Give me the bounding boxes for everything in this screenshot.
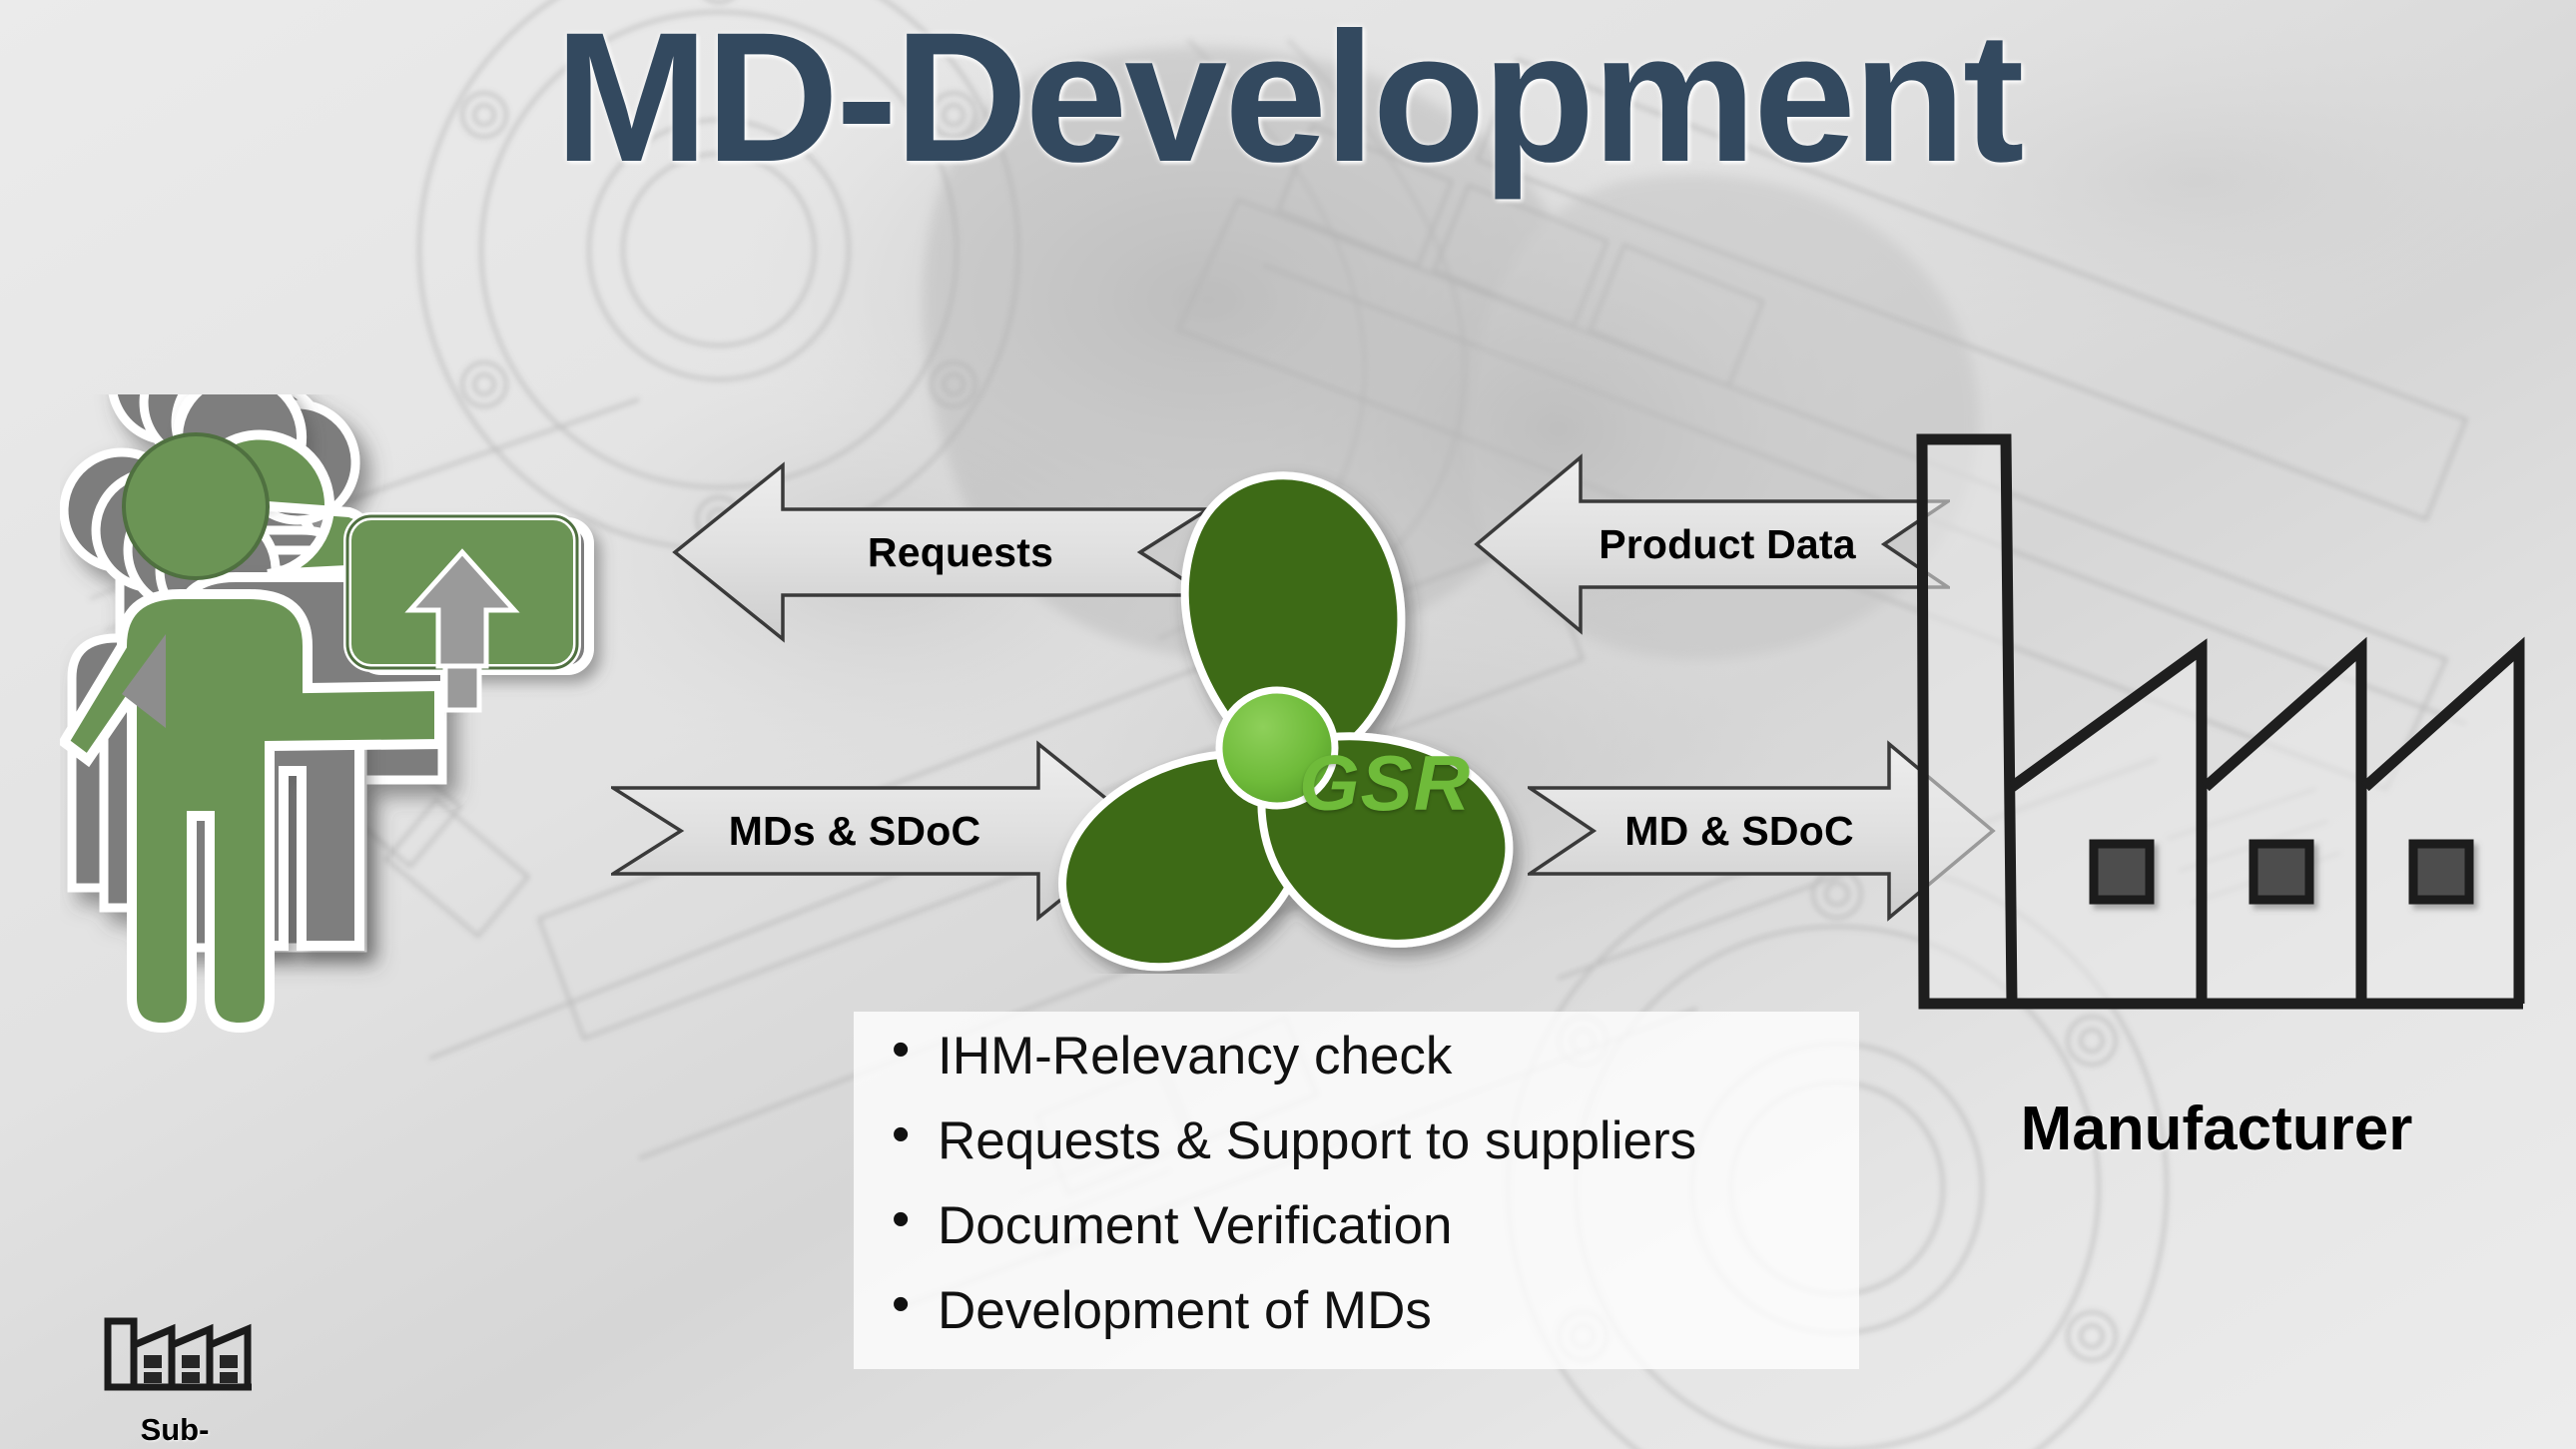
manufacturer-label: Manufacturer	[2020, 1094, 2413, 1163]
list-item: Development of MDs	[882, 1278, 1859, 1337]
flow-arrow-requests-label: Requests	[867, 528, 1054, 575]
small-factory-icon	[104, 1317, 252, 1391]
propeller-icon	[1058, 471, 1514, 972]
flow-arrow-product-data-label: Product Data	[1599, 520, 1856, 567]
factory-icon	[1916, 433, 2525, 1010]
services-bullet-list: IHM-Relevancy check Requests & Support t…	[882, 1024, 1859, 1337]
page-title: MD-Development	[554, 0, 2025, 201]
gsr-logo-text: GSR	[1299, 739, 1472, 827]
sub-supplier-label-line1: Sub-	[140, 1412, 210, 1447]
sub-supplier-label: Sub- Supplier	[70, 1412, 280, 1449]
suppliers-group: Sub- Supplier Suppliers	[60, 394, 679, 1449]
list-item: Requests & Support to suppliers	[882, 1108, 1859, 1167]
person-with-box-icon	[60, 394, 594, 1034]
list-item: Document Verification	[882, 1193, 1859, 1252]
list-item: IHM-Relevancy check	[882, 1024, 1859, 1083]
flow-arrow-product-data: Product Data	[1473, 449, 1950, 639]
flow-arrow-mds-sdoc-label: MDs & SDoC	[728, 807, 981, 854]
sub-supplier-label-line2: Supplier	[113, 1447, 237, 1449]
services-bullet-panel: IHM-Relevancy check Requests & Support t…	[854, 1012, 1859, 1369]
flow-arrow-md-sdoc-label: MD & SDoC	[1624, 807, 1854, 854]
gsr-logo: GSR	[983, 454, 1543, 974]
